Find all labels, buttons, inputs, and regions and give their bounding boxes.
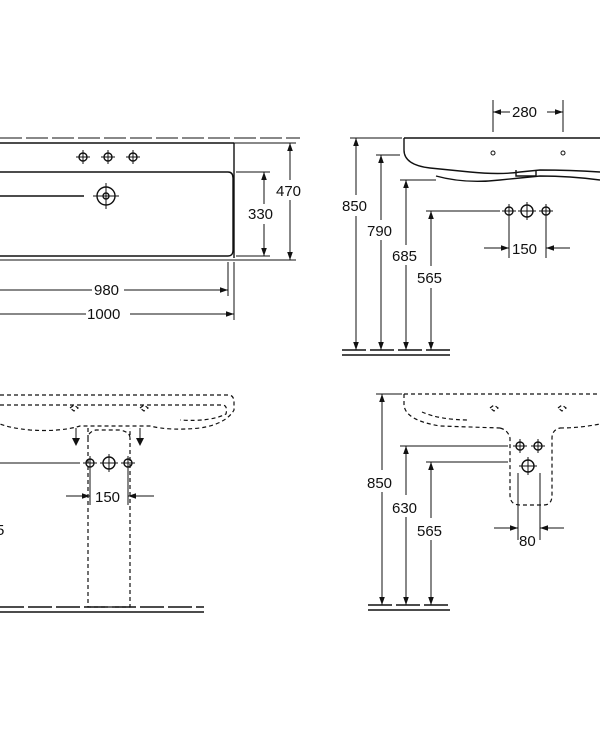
drain-icon bbox=[93, 183, 119, 209]
tap-spacing-front-label: 150 bbox=[95, 489, 120, 506]
height-basin-label: 790 bbox=[367, 223, 392, 240]
overflow-holes-icon bbox=[69, 404, 149, 412]
width-inner-label: 980 bbox=[94, 282, 119, 299]
tap-holes-icon bbox=[76, 150, 140, 164]
floor-front bbox=[0, 606, 204, 613]
tap-holes-pedestal-icon bbox=[513, 439, 545, 475]
tap-holes-front-icon bbox=[83, 454, 135, 472]
floor-side-pedestal bbox=[368, 604, 450, 611]
top-view: 470 330 980 1000 bbox=[0, 137, 301, 323]
depth-outer-label: 470 bbox=[276, 183, 301, 200]
height-rim-pedestal-label: 850 bbox=[367, 475, 392, 492]
height-tap-pedestal-label: 565 bbox=[417, 523, 442, 540]
front-pedestal-view: 150 5 bbox=[0, 394, 235, 613]
tap-holes-side-icon bbox=[502, 202, 553, 220]
tap-spacing-side-label: 150 bbox=[512, 241, 537, 258]
height-overflow-label: 685 bbox=[392, 248, 417, 265]
side-view: 280 850 790 685 565 bbox=[342, 100, 600, 356]
floor-side-top bbox=[342, 349, 450, 356]
height-tap-label: 565 bbox=[417, 270, 442, 287]
side-pedestal-view: 80 850 630 565 bbox=[367, 393, 600, 611]
height-rim-label: 850 bbox=[342, 198, 367, 215]
partial-cut-label: 5 bbox=[0, 522, 4, 539]
depth-inner-label: 330 bbox=[248, 206, 273, 223]
width-outer-label: 1000 bbox=[87, 306, 120, 323]
height-overflow-pedestal-label: 630 bbox=[392, 500, 417, 517]
overflow-holes-side-icon bbox=[489, 404, 567, 412]
waste-offset-label: 80 bbox=[519, 533, 536, 550]
tap-spacing-top-label: 280 bbox=[512, 104, 537, 121]
